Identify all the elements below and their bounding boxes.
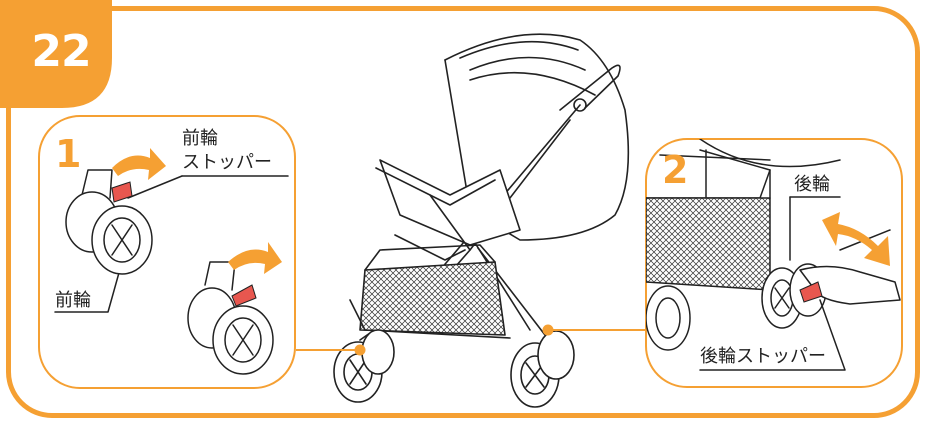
rear-wheel-label: 後輪: [794, 174, 830, 196]
double-arrow-icon: [822, 212, 890, 266]
sub-step-2: 2: [662, 150, 688, 190]
rear-stopper-label: 後輪ストッパー: [700, 346, 826, 368]
